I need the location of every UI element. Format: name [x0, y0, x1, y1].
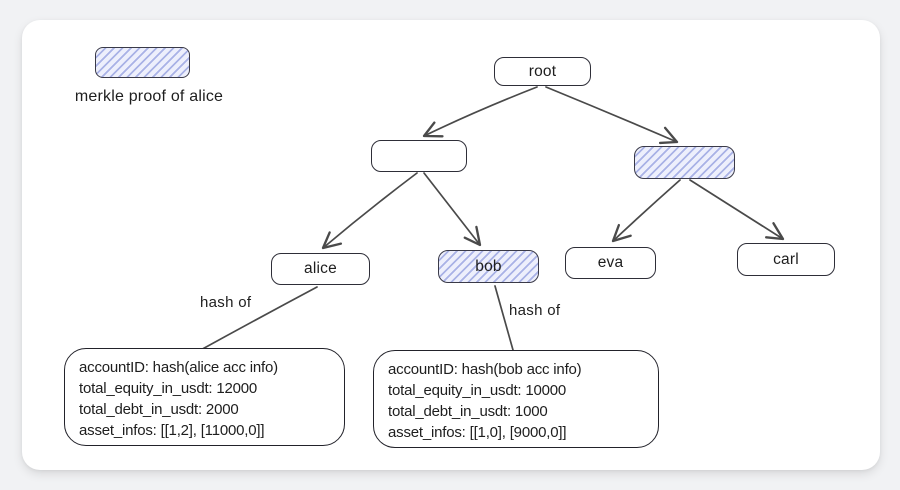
alice-account-id: accountID: hash(alice acc info) [79, 359, 278, 376]
legend-label: merkle proof of alice [74, 88, 224, 105]
account-box-alice[interactable]: accountID: hash(alice acc info) total_eq… [64, 348, 345, 446]
bob-asset-infos: asset_infos: [[1,0], [9000,0]] [388, 424, 567, 441]
alice-total-equity: total_equity_in_usdt: 12000 [79, 380, 258, 397]
hatched-rectangle-icon[interactable] [95, 47, 190, 78]
bob-total-equity: total_equity_in_usdt: 10000 [388, 382, 567, 399]
node-carl-label: carl [773, 250, 799, 268]
node-internal-left[interactable] [371, 140, 467, 172]
node-internal-right[interactable] [634, 146, 735, 179]
node-root[interactable]: root [494, 57, 591, 86]
node-carl[interactable]: carl [737, 243, 835, 276]
node-bob-label: bob [475, 257, 502, 275]
edge-root-to-internal-left [422, 86, 538, 138]
node-eva[interactable]: eva [565, 247, 656, 279]
alice-total-debt: total_debt_in_usdt: 2000 [79, 401, 239, 418]
hash-of-label-alice: hash of [200, 294, 252, 311]
node-eva-label: eva [597, 254, 624, 271]
edge-internal-right-to-carl [689, 179, 785, 241]
node-alice[interactable]: alice [271, 253, 370, 285]
node-bob[interactable]: bob [438, 250, 539, 283]
hash-of-label-bob: hash of [509, 302, 561, 319]
bob-total-debt: total_debt_in_usdt: 1000 [388, 403, 548, 420]
edge-internal-left-to-alice [321, 172, 418, 250]
account-box-bob[interactable]: accountID: hash(bob acc info) total_equi… [373, 350, 659, 448]
alice-asset-infos: asset_infos: [[1,2], [11000,0]] [79, 422, 265, 439]
edge-internal-right-to-eva [611, 179, 681, 243]
edge-internal-left-to-bob [423, 172, 482, 247]
edge-root-to-internal-right [545, 86, 679, 145]
node-alice-label: alice [304, 260, 337, 277]
bob-account-id: accountID: hash(bob acc info) [388, 361, 582, 378]
node-root-label: root [528, 62, 557, 80]
